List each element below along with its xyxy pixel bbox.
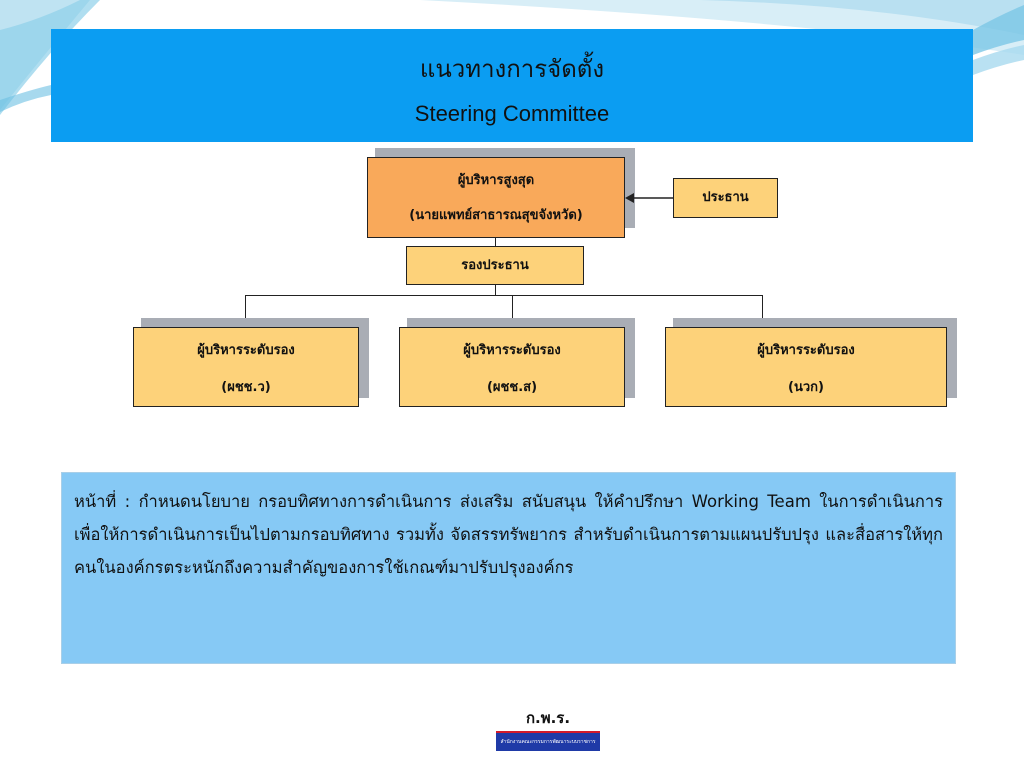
connector-line — [512, 295, 513, 327]
vice-chair-box: รองประธาน — [406, 246, 584, 285]
connector-line — [762, 295, 763, 327]
deputy-subtitle: (ผชช.ว) — [221, 380, 271, 395]
opdc-logo: ก.พ.ร. สำนักงานคณะกรรมการพัฒนาระบบราชการ — [494, 705, 602, 751]
logo-subtitle-bar: สำนักงานคณะกรรมการพัฒนาระบบราชการ — [496, 731, 600, 751]
deputy-title: ผู้บริหารระดับรอง — [197, 343, 295, 358]
top-executive-title: ผู้บริหารสูงสุด — [457, 173, 535, 188]
logo-abbreviation: ก.พ.ร. — [494, 705, 602, 731]
deputy-subtitle: (ผชช.ส) — [486, 380, 538, 395]
connector-line — [495, 238, 496, 246]
deputy-title: ผู้บริหารระดับรอง — [757, 343, 855, 358]
connector-line — [245, 295, 763, 296]
chair-box: ประธาน — [673, 178, 778, 218]
top-executive-subtitle: (นายแพทย์สาธารณสุขจังหวัด) — [409, 208, 583, 223]
connector-line — [495, 285, 496, 295]
logo-subtitle: สำนักงานคณะกรรมการพัฒนาระบบราชการ — [500, 739, 596, 745]
deputy-box-1: ผู้บริหารระดับรอง (ผชช.ว) — [133, 327, 359, 407]
duty-description: หน้าที่ : กำหนดนโยบาย กรอบทิศทางการดำเนิ… — [61, 472, 956, 664]
background-swoosh-graphic — [0, 0, 1024, 115]
connector-line — [245, 295, 246, 327]
deputy-subtitle: (นวก) — [788, 380, 824, 395]
deputy-box-2: ผู้บริหารระดับรอง (ผชช.ส) — [399, 327, 625, 407]
top-executive-box: ผู้บริหารสูงสุด (นายแพทย์สาธารณสุขจังหวั… — [367, 157, 625, 238]
slide-title-english: Steering Committee — [414, 101, 610, 126]
title-banner: แนวทางการจัดตั้ง Steering Committee — [51, 29, 973, 142]
slide-title-thai: แนวทางการจัดตั้ง — [419, 55, 605, 83]
deputy-title: ผู้บริหารระดับรอง — [463, 343, 561, 358]
chair-arrow-icon — [625, 193, 674, 203]
deputy-box-3: ผู้บริหารระดับรอง (นวก) — [665, 327, 947, 407]
